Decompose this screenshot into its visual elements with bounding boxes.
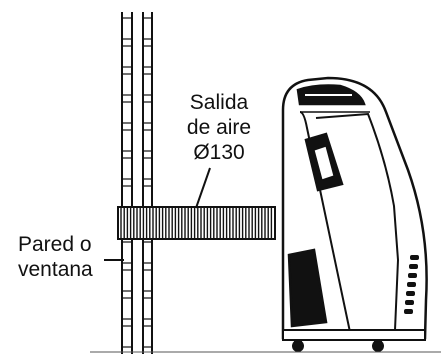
wall-window-label: Pared o ventana [18,232,118,282]
portable-air-conditioner [281,76,428,341]
side-vent-slot [407,282,416,287]
air-outlet-label-line2: de aire [186,116,252,139]
side-vent-slot [410,255,419,260]
air-outlet-label-line3: Ø130 [193,141,245,164]
wall-window-label-line1: Pared o [18,233,92,256]
wall-window-label-line2: ventana [18,258,93,281]
air-outlet-label-line1: Salida [189,91,249,114]
side-vent-slot [405,300,414,305]
outlet-leader-line [195,167,211,209]
side-vent-slot [404,309,413,314]
wall [121,12,153,354]
side-vent-slot [406,291,415,296]
air-outlet-label: Salida de aire Ø130 [170,90,268,165]
exhaust-hose [117,206,276,240]
side-vent-slot [409,264,418,269]
wheels [292,339,384,352]
side-vent-slot [408,273,417,278]
